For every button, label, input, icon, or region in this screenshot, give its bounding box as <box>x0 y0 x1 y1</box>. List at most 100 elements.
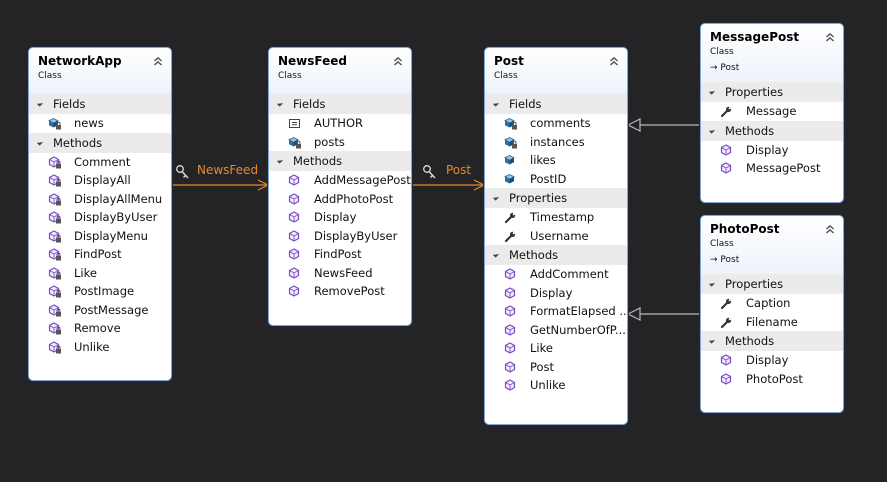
member-row[interactable]: instances <box>485 133 627 152</box>
member-name: Filename <box>746 314 798 329</box>
member-row[interactable]: Remove <box>29 319 171 338</box>
member-row[interactable]: Display <box>701 351 843 370</box>
expand-triangle-icon[interactable] <box>708 88 716 95</box>
member-row[interactable]: news <box>29 114 171 133</box>
member-row[interactable]: Like <box>485 339 627 358</box>
expand-triangle-icon[interactable] <box>36 138 44 146</box>
member-row[interactable]: AUTHOR <box>269 114 411 133</box>
member-row[interactable]: Like <box>29 264 171 283</box>
inheritance-photopost[interactable] <box>626 307 700 321</box>
field-private-icon <box>504 136 517 149</box>
section-properties[interactable]: Properties <box>701 274 843 294</box>
member-row[interactable]: DisplayByUser <box>269 227 411 246</box>
section-methods[interactable]: Methods <box>29 132 171 153</box>
section-fields[interactable]: Fields <box>29 94 171 114</box>
expand-triangle-icon[interactable] <box>708 126 716 134</box>
member-row[interactable]: GetNumberOfP... <box>485 321 627 340</box>
member-row[interactable]: NewsFeed <box>269 264 411 283</box>
member-name: Comment <box>74 154 131 169</box>
member-row[interactable]: AddPhotoPost <box>269 190 411 209</box>
member-row[interactable]: PhotoPost <box>701 370 843 389</box>
field-private-icon <box>504 117 517 130</box>
member-row[interactable]: Filename <box>701 313 843 332</box>
section-methods[interactable]: Methods <box>701 120 843 141</box>
inheritance-messagepost[interactable] <box>626 118 700 132</box>
member-name: FindPost <box>74 247 122 261</box>
member-row[interactable]: DisplayByUser <box>29 208 171 227</box>
member-row[interactable]: posts <box>269 133 411 152</box>
section-methods[interactable]: Methods <box>485 245 627 265</box>
section-methods[interactable]: Methods <box>269 151 411 171</box>
section-label: Fields <box>509 97 542 111</box>
collapse-chevron-icon[interactable] <box>608 52 620 66</box>
section-fields[interactable]: Fields <box>269 94 411 114</box>
collapse-chevron-icon[interactable] <box>392 52 404 66</box>
expand-triangle-icon[interactable] <box>708 337 716 344</box>
member-row[interactable]: PostMessage <box>29 301 171 320</box>
section-properties[interactable]: Properties <box>701 82 843 102</box>
member-row[interactable]: Message <box>701 102 843 121</box>
member-name: DisplayAll <box>74 173 131 187</box>
member-row[interactable]: Timestamp <box>485 208 627 227</box>
member-name: Username <box>530 228 589 243</box>
method-private-icon <box>48 285 61 298</box>
member-name: Display <box>746 142 789 157</box>
member-row[interactable]: likes <box>485 151 627 170</box>
member-row[interactable]: DisplayAllMenu <box>29 190 171 209</box>
member-name: NewsFeed <box>314 265 373 280</box>
member-row[interactable]: FindPost <box>269 245 411 264</box>
member-row[interactable]: Post <box>485 358 627 377</box>
member-row[interactable]: Caption <box>701 294 843 313</box>
collapse-chevron-icon[interactable] <box>152 52 164 66</box>
member-name: GetNumberOfP... <box>530 322 626 337</box>
member-row[interactable]: Display <box>269 208 411 227</box>
member-row[interactable]: Comment <box>29 153 171 172</box>
member-row[interactable]: RemovePost <box>269 282 411 301</box>
expand-triangle-icon[interactable] <box>708 280 716 287</box>
collapse-chevron-icon[interactable] <box>824 28 836 42</box>
member-row[interactable]: MessagePost <box>701 159 843 178</box>
expand-triangle-icon[interactable] <box>276 100 284 107</box>
section-fields[interactable]: Fields <box>485 94 627 114</box>
expand-triangle-icon[interactable] <box>36 100 44 107</box>
key-icon <box>176 165 189 179</box>
member-row[interactable]: Display <box>485 284 627 303</box>
member-row[interactable]: FindPost <box>29 245 171 264</box>
association-newsfeed[interactable] <box>171 165 270 191</box>
key-icon <box>423 165 436 179</box>
member-row[interactable]: DisplayAll <box>29 171 171 190</box>
section-label: Properties <box>725 277 784 291</box>
member-row[interactable]: PostID <box>485 170 627 189</box>
expand-triangle-icon[interactable] <box>492 194 500 201</box>
section-methods[interactable]: Methods <box>701 331 843 351</box>
collapse-chevron-icon[interactable] <box>824 220 836 234</box>
member-row[interactable]: Unlike <box>29 338 171 357</box>
member-row[interactable]: FormatElapsed ... <box>485 302 627 321</box>
property-icon <box>720 105 733 118</box>
section-properties[interactable]: Properties <box>485 188 627 208</box>
association-post[interactable] <box>411 165 486 191</box>
member-row[interactable]: Display <box>701 141 843 160</box>
member-row[interactable]: comments <box>485 114 627 133</box>
expand-triangle-icon[interactable] <box>492 100 500 107</box>
member-row[interactable]: Unlike <box>485 376 627 395</box>
expand-triangle-icon[interactable] <box>276 157 284 164</box>
member-row[interactable]: AddMessagePost <box>269 171 411 190</box>
member-row[interactable]: DisplayMenu <box>29 227 171 246</box>
member-row[interactable]: AddComment <box>485 265 627 284</box>
base-class-name: Post <box>720 63 740 73</box>
class-kind: Class <box>494 71 518 81</box>
member-row[interactable]: PostImage <box>29 282 171 301</box>
member-row[interactable]: Username <box>485 227 627 246</box>
expand-triangle-icon[interactable] <box>492 251 500 258</box>
